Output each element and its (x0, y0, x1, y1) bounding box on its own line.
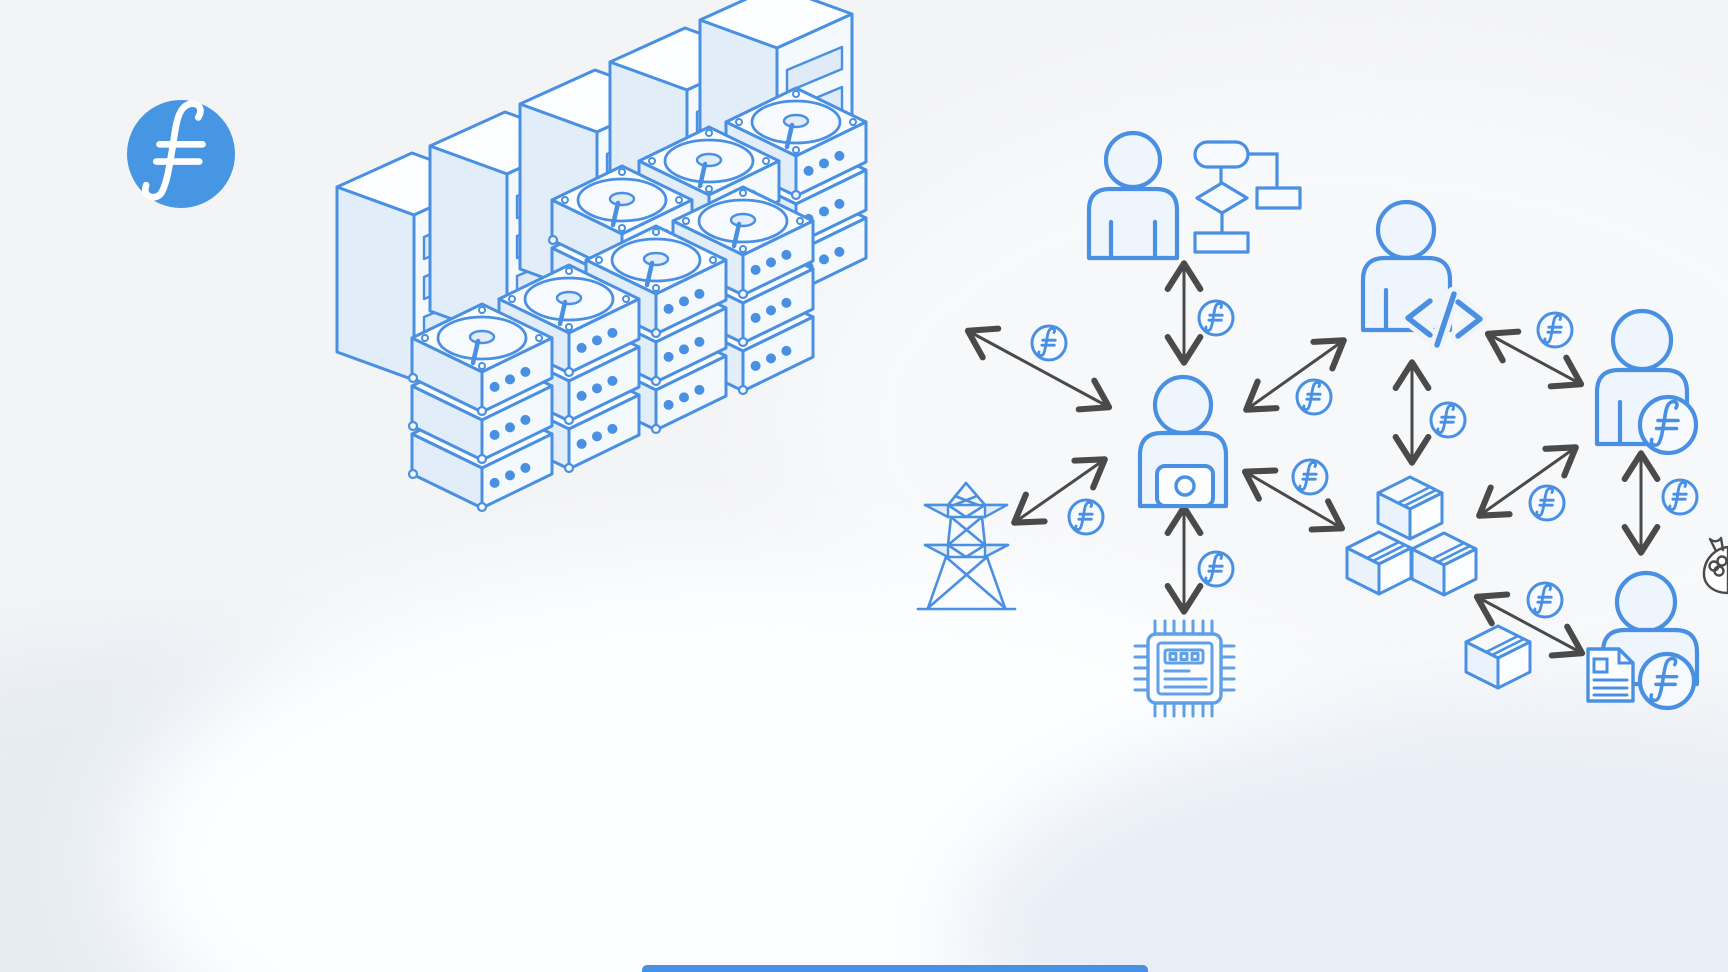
client-person (1086, 130, 1180, 261)
cpu-chip-icon (1133, 619, 1236, 718)
filecoin-logo-circle (127, 100, 235, 208)
held-coin-retrieval-client (1637, 651, 1697, 711)
developer-person (1360, 199, 1488, 353)
bottom-blue-bar (642, 965, 1148, 972)
filecoin-token-icon (1030, 324, 1068, 362)
arrow-storage-cluster-storage-provider (964, 325, 1113, 413)
arrow-power-grid-storage-provider (1011, 456, 1108, 526)
token-coins (1030, 299, 1699, 619)
transmission-tower-icon (916, 481, 1017, 611)
filecoin-logo (127, 100, 235, 208)
arrow-blocks-token-holder (1476, 444, 1579, 519)
storage-provider-person (1137, 374, 1229, 509)
money-bag-icon (1702, 536, 1728, 595)
filecoin-token-icon (1429, 401, 1467, 439)
hard-drive-stack (409, 304, 552, 513)
filecoin-token-icon (1067, 498, 1105, 536)
filecoin-token-icon (1536, 311, 1574, 349)
filecoin-token-icon (1291, 458, 1329, 496)
laptop-icon (1155, 464, 1215, 508)
held-token-coins (1637, 394, 1699, 711)
bottom-section-edge (642, 965, 1148, 972)
document-icon (1586, 647, 1635, 703)
arrow-storage-provider-blocks (1241, 467, 1346, 533)
held-coin-token-holder (1637, 394, 1699, 456)
network-arrows (964, 260, 1661, 659)
arrow-blocks-retrieval-client (1473, 591, 1586, 659)
arrow-developer-token-holder (1484, 328, 1585, 390)
code-icon (1400, 286, 1488, 353)
filecoin-token-icon (1197, 299, 1235, 337)
filecoin-token-icon (1295, 378, 1333, 416)
flowchart-icon (1193, 140, 1302, 254)
filecoin-token-icon (1661, 478, 1699, 516)
filecoin-token-icon (1197, 550, 1235, 588)
filecoin-token-icon (1528, 484, 1566, 522)
filecoin-token-icon (1526, 581, 1564, 619)
arrow-storage-provider-developer (1243, 337, 1347, 413)
